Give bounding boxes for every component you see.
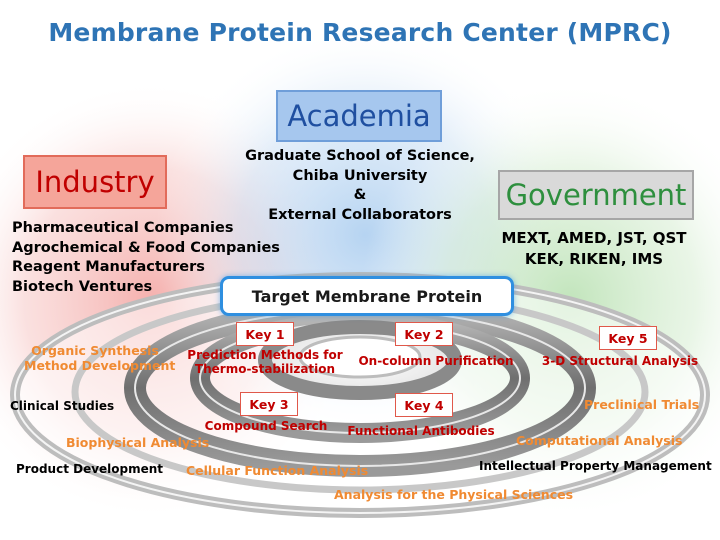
organic-synthesis-line: Method Development [24, 358, 176, 373]
computational-analysis-topic: Computational Analysis [516, 433, 683, 448]
target-membrane-protein-box: Target Membrane Protein [220, 276, 514, 316]
government-line: MEXT, AMED, JST, QST [501, 229, 687, 247]
key-5-topic: 3-D Structural Analysis [541, 354, 699, 368]
key-2-topic: On-column Purification [358, 354, 514, 368]
key-3-label: Key 3 [240, 392, 298, 416]
ip-management-topic: Intellectual Property Management [479, 459, 712, 473]
organic-synthesis-topic: Organic Synthesis Method Development [24, 343, 176, 373]
academia-members: Graduate School of Science, Chiba Univer… [230, 147, 490, 225]
key-2-label: Key 2 [395, 322, 453, 346]
key-1-topic-line: Prediction Methods for [187, 348, 343, 362]
key-1-label: Key 1 [236, 322, 294, 346]
key-4-label: Key 4 [395, 393, 453, 417]
academia-label-box: Academia [276, 90, 442, 142]
cellular-function-analysis-topic: Cellular Function Analysis [186, 463, 369, 478]
clinical-studies-topic: Clinical Studies [10, 399, 115, 413]
industry-line: Pharmaceutical Companies [12, 220, 234, 236]
industry-line: Agrochemical & Food Companies [12, 239, 280, 256]
industry-label-box: Industry [23, 155, 167, 209]
academia-line: External Collaborators [268, 206, 452, 223]
government-line: KEK, RIKEN, IMS [524, 250, 664, 268]
academia-line: Graduate School of Science, [245, 148, 475, 164]
key-1-topic: Prediction Methods for Thermo-stabilizat… [181, 348, 349, 376]
key-5-label: Key 5 [599, 326, 657, 350]
preclinical-trials-topic: Preclinical Trials [584, 397, 700, 412]
industry-members: Pharmaceutical Companies Agrochemical & … [12, 219, 280, 297]
diagram-title: Membrane Protein Research Center (MPRC) [48, 18, 672, 47]
academia-line: Chiba University [292, 167, 428, 184]
key-4-topic: Functional Antibodies [347, 424, 495, 438]
key-3-topic: Compound Search [204, 419, 328, 433]
physical-sciences-analysis-topic: Analysis for the Physical Sciences [334, 487, 574, 502]
government-members: MEXT, AMED, JST, QST KEK, RIKEN, IMS [478, 228, 710, 270]
industry-line: Biotech Ventures [12, 278, 153, 295]
government-label-box: Government [498, 170, 694, 220]
product-development-topic: Product Development [16, 462, 164, 476]
concentric-rings [10, 272, 710, 518]
organic-synthesis-line: Organic Synthesis [31, 343, 159, 358]
industry-line: Reagent Manufacturers [12, 259, 205, 275]
key-1-topic-line: Thermo-stabilization [194, 362, 336, 376]
biophysical-analysis-topic: Biophysical Analysis [66, 435, 210, 450]
academia-line: & [353, 187, 367, 203]
